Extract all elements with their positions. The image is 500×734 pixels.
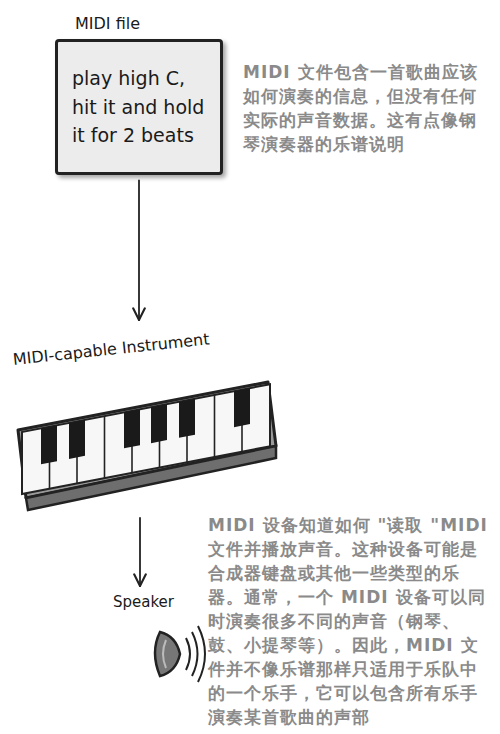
diagram-node: MIDI file play high C, hit it and hold it… bbox=[55, 14, 223, 175]
diagram-node: MIDI-capable Instrument bbox=[12, 326, 278, 512]
node-heading: MIDI file bbox=[55, 14, 223, 33]
explanation-note: MIDI 设备知道如何 "读取 "MIDI 文件并播放声音。这种设备可能是合成器… bbox=[208, 513, 492, 729]
flow-arrow bbox=[138, 181, 140, 321]
note-card: play high C, hit it and hold it for 2 be… bbox=[55, 39, 223, 175]
explanation-note: MIDI 文件包含一首歌曲应该如何演奏的信息，但没有任何实际的声音数据。这有点像… bbox=[243, 60, 483, 156]
keyboard-illustration bbox=[18, 382, 276, 510]
speaker-illustration bbox=[155, 626, 205, 682]
instrument-label: MIDI-capable Instrument bbox=[12, 329, 210, 369]
speaker-label: Speaker bbox=[95, 593, 174, 611]
diagram-node: Speaker bbox=[95, 592, 185, 684]
flow-arrow bbox=[139, 518, 141, 586]
